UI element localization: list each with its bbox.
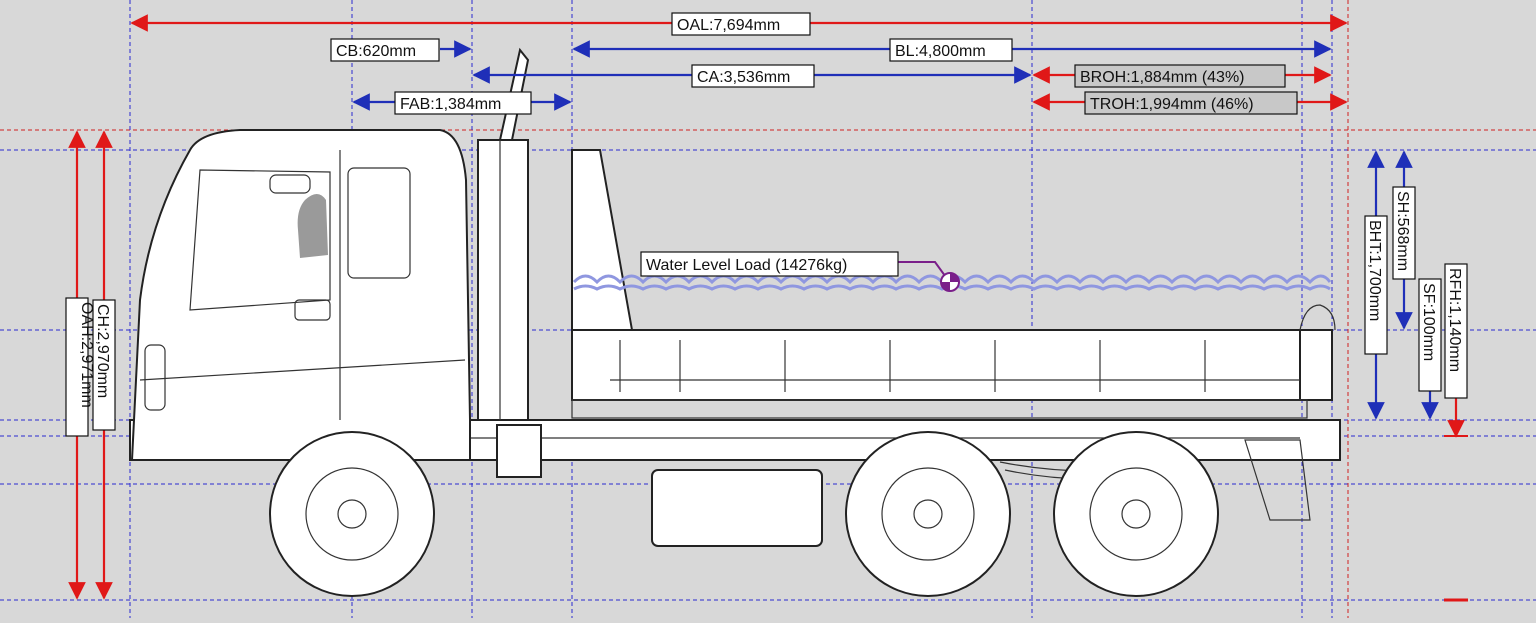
sh-label-box (1392, 186, 1416, 280)
crane-column (477, 139, 529, 421)
cb-label: CB:620mm (336, 43, 416, 60)
headlamp (144, 344, 166, 411)
fab-label: FAB:1,384mm (400, 96, 501, 113)
ca-label-box (691, 64, 815, 88)
bl-label: BL:4,800mm (895, 43, 986, 60)
bl-label-box (889, 38, 1013, 62)
cab-window (189, 169, 331, 311)
front-wheel (269, 431, 435, 597)
cb-label-box (330, 38, 440, 62)
rfh-label-box (1444, 263, 1468, 399)
tailgate (1299, 329, 1333, 401)
rear-wheel-1 (845, 431, 1011, 597)
sf-label-box (1418, 278, 1442, 392)
ch-label: CH:2,970mm (94, 304, 111, 398)
troh-label-box (1084, 91, 1298, 115)
sh-label: SH:568mm (1394, 191, 1411, 271)
broh-label: BROH:1,884mm (43%) (1080, 69, 1245, 86)
oah-label: OAH:2,971mm (78, 302, 95, 408)
headboard (571, 149, 634, 331)
cab-body (130, 129, 471, 461)
fuel-tank (651, 469, 823, 547)
water-leader-line (898, 261, 949, 281)
fab-label-box (394, 91, 532, 115)
ch-label-box (92, 299, 116, 431)
oah-label-box (65, 297, 89, 437)
oal-label: OAL:7,694mm (677, 17, 780, 34)
water-level: Water Level Load (14276kg) (572, 251, 1332, 292)
rfh-label: RFH:1,140mm (1446, 268, 1463, 372)
door-window (347, 167, 411, 279)
sf-label: SF:100mm (1420, 283, 1437, 361)
horizontal-dimensions: OAL:7,694mm CB:620mm BL:4,800mm CA:3,536… (130, 12, 1348, 115)
door-handle (294, 299, 331, 321)
truck-illustration (129, 47, 1341, 597)
water-level-label-box (640, 251, 899, 277)
crane-base-plate (496, 424, 542, 478)
vertical-dimensions: OAH:2,971mm CH:2,970mm BHT:1,700mm SH:56… (65, 130, 1468, 602)
driver-silhouette (297, 194, 328, 258)
water-level-label: Water Level Load (14276kg) (646, 257, 847, 274)
broh-label-box (1074, 64, 1286, 88)
bht-label-box (1364, 215, 1388, 355)
dump-body (571, 329, 1308, 401)
ca-label: CA:3,536mm (697, 69, 790, 86)
oal-label-box (671, 12, 811, 36)
bht-label: BHT:1,700mm (1366, 220, 1383, 321)
rear-wheel-2 (1053, 431, 1219, 597)
troh-label: TROH:1,994mm (46%) (1090, 96, 1254, 113)
